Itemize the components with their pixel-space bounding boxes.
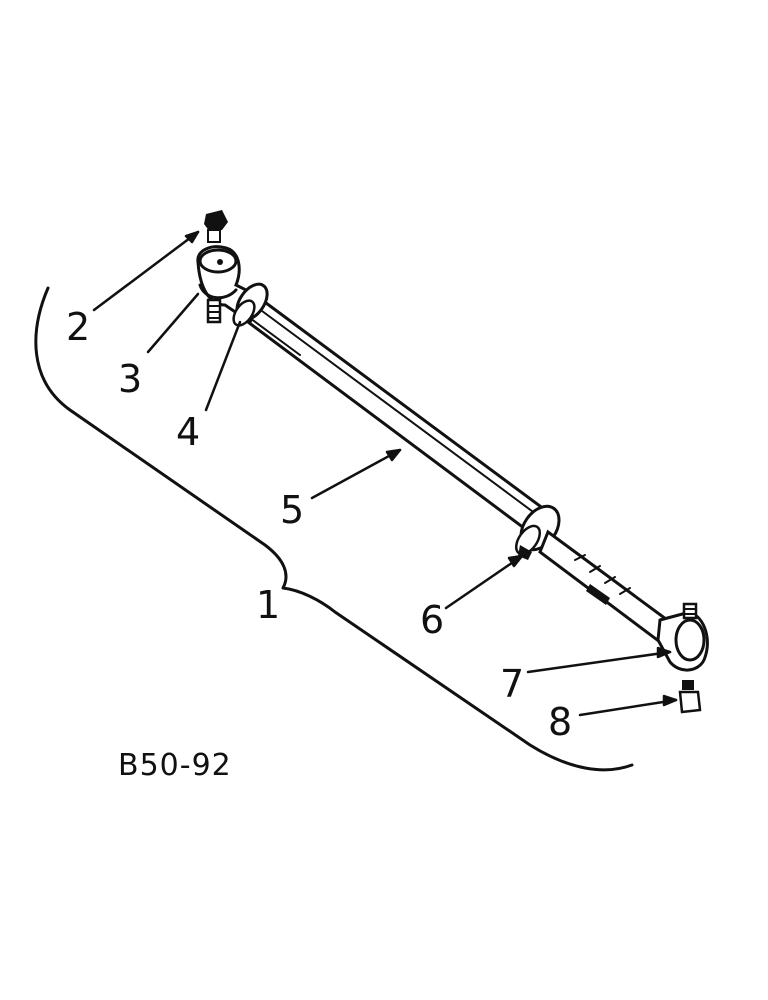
diagram-code: B50-92 <box>118 748 232 783</box>
callout-2: 2 <box>66 305 90 349</box>
callout-3: 3 <box>118 357 142 401</box>
callout-8: 8 <box>548 700 572 744</box>
callout-4: 4 <box>176 410 200 454</box>
leader-5 <box>310 448 402 500</box>
right-grease-fitting <box>678 680 702 714</box>
right-tie-rod-end <box>656 602 709 672</box>
left-grease-fitting <box>204 210 228 243</box>
callout-7: 7 <box>500 662 524 706</box>
assembly-bracket <box>34 286 634 772</box>
callout-1: 1 <box>256 583 280 627</box>
leader-3 <box>146 292 200 354</box>
leader-7 <box>526 650 672 674</box>
callout-6: 6 <box>420 598 444 642</box>
leader-6 <box>444 554 524 610</box>
callout-5: 5 <box>280 488 304 532</box>
leader-2 <box>92 230 200 312</box>
leader-4 <box>204 320 242 412</box>
left-clamp <box>232 282 269 327</box>
leader-lines <box>92 230 678 717</box>
right-threaded-rod <box>538 529 672 645</box>
leader-8 <box>578 698 678 717</box>
